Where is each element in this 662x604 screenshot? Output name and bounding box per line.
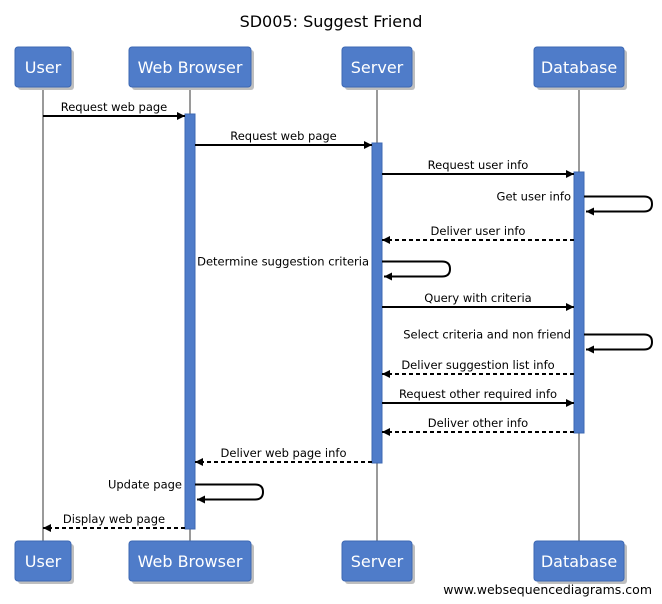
participant-user-top: User [14, 46, 74, 90]
diagram-title: SD005: Suggest Friend [240, 12, 423, 31]
message-label: Deliver web page info [221, 446, 347, 460]
activation-database [573, 171, 585, 434]
participant-label: User [25, 58, 62, 77]
message-label: Deliver user info [431, 224, 526, 238]
message-1: Request web page [43, 100, 185, 120]
participant-label: User [25, 552, 62, 571]
message-arrow [584, 195, 654, 216]
message-label: Query with criteria [424, 291, 531, 305]
participant-label: Web Browser [138, 58, 243, 77]
participant-web-browser-bottom: Web Browser [128, 540, 254, 584]
message-label: Select criteria and non friend [403, 328, 571, 342]
message-9: Deliver suggestion list info [382, 358, 574, 378]
message-11: Deliver other info [382, 416, 574, 436]
message-label: Update page [108, 478, 182, 492]
participant-box [128, 540, 252, 582]
message-2: Request web page [195, 129, 372, 149]
activation-web-browser [184, 113, 196, 530]
participants-top: User Web Browser Server Database [14, 46, 627, 90]
message-12: Deliver web page info [195, 446, 372, 466]
participant-database-bottom: Database [533, 540, 627, 584]
message-arrow [195, 483, 265, 504]
participant-label: Server [351, 58, 404, 77]
participant-box [128, 46, 252, 88]
message-label: Get user info [497, 190, 571, 204]
message-4: Get user info [497, 190, 654, 216]
lifelines [42, 87, 580, 541]
participant-server-top: Server [341, 46, 415, 90]
participant-label: Database [541, 552, 617, 571]
participant-label: Web Browser [138, 552, 243, 571]
participant-box [14, 540, 72, 582]
message-label: Deliver other info [428, 416, 528, 430]
participant-box [341, 46, 413, 88]
message-label: Request user info [428, 158, 529, 172]
message-6: Determine suggestion criteria [197, 255, 452, 281]
message-7: Query with criteria [382, 291, 574, 311]
participant-web-browser-top: Web Browser [128, 46, 254, 90]
participant-database-top: Database [533, 46, 627, 90]
message-label: Display web page [63, 512, 165, 526]
message-label: Request other required info [399, 387, 557, 401]
participant-box [14, 46, 72, 88]
participant-user-bottom: User [14, 540, 74, 584]
message-13: Update page [108, 478, 265, 504]
watermark: www.websequencediagrams.com [443, 582, 652, 597]
message-arrow [382, 260, 452, 281]
message-arrow [584, 333, 654, 354]
activation-bars [184, 113, 585, 530]
message-8: Select criteria and non friend [403, 328, 654, 354]
participants-bottom: User Web Browser Server Database [14, 540, 627, 584]
participant-box [341, 540, 413, 582]
participant-box [533, 46, 625, 88]
message-label: Request web page [61, 100, 168, 114]
message-10: Request other required info [382, 387, 574, 407]
message-14: Display web page [43, 512, 185, 532]
message-5: Deliver user info [382, 224, 574, 244]
participant-label: Server [351, 552, 404, 571]
message-label: Determine suggestion criteria [197, 255, 369, 269]
participant-server-bottom: Server [341, 540, 415, 584]
activation-server [371, 142, 383, 464]
message-3: Request user info [382, 158, 574, 178]
message-label: Request web page [230, 129, 337, 143]
message-label: Deliver suggestion list info [401, 358, 554, 372]
participant-label: Database [541, 58, 617, 77]
participant-box [533, 540, 625, 582]
